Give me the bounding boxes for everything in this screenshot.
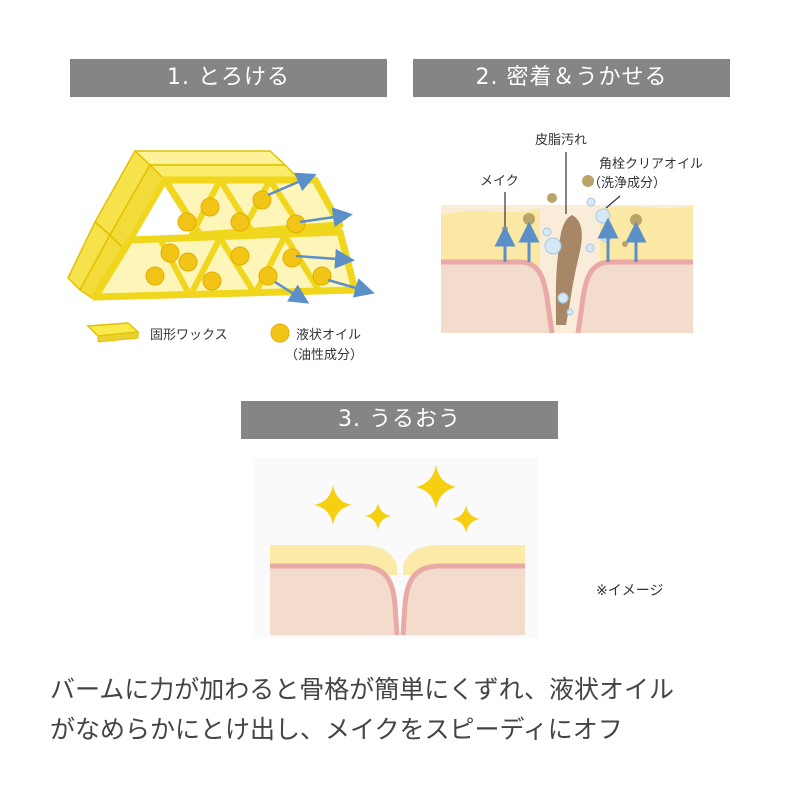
section2-title: 2. 密着＆うかせる xyxy=(413,59,730,97)
description-line1: バームに力が加わると骨格が簡単にくずれ、液状オイル xyxy=(50,675,675,704)
description-line2: がなめらかにとけ出し、メイクをスピーディにオフ xyxy=(50,715,623,744)
image-note: ※イメージ xyxy=(596,583,664,599)
sebum-label: 皮脂汚れ xyxy=(535,133,588,148)
legend-oil-label: 液状オイル xyxy=(296,328,362,343)
pore-oil-sublabel: （洗浄成分） xyxy=(588,176,667,191)
sparkle-icon xyxy=(314,485,352,525)
makeup-label: メイク xyxy=(480,174,519,189)
oil-droplet-icon xyxy=(270,323,290,343)
legend-wax-label: 固形ワックス xyxy=(150,328,228,343)
sparkle-icon xyxy=(452,505,480,533)
section1-title: 1. とろける xyxy=(70,59,387,97)
section3-title: 3. うるおう xyxy=(241,401,558,439)
pore-oil-label: 角栓クリアオイル xyxy=(599,157,704,172)
sparkle-icon xyxy=(416,465,456,509)
sparkle-icon xyxy=(365,503,391,530)
legend-oil-sublabel: （油性成分） xyxy=(285,348,364,363)
